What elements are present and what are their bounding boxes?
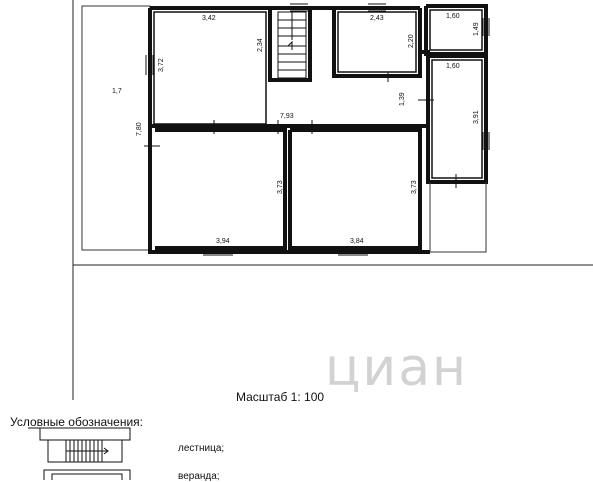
dim-room2-height: 2,20 (408, 34, 415, 48)
room-1-inner (153, 11, 267, 125)
dim-room1-height: 3,72 (158, 58, 165, 72)
room-4-inner (431, 59, 483, 179)
legend-stairs-label: лестница; (178, 443, 225, 454)
appendix-outline (429, 182, 487, 253)
legend-veranda-label: веранда; (178, 471, 220, 482)
legend-title: Условные обозначения: (10, 415, 143, 429)
dim-hall-width: 7,93 (280, 113, 294, 120)
dim-room4-height: 3,91 (473, 110, 480, 124)
dim-terrace-width: 1,7 (112, 88, 122, 95)
dim-hall-height: 1,39 (399, 92, 406, 106)
legend-stairs-symbol (28, 427, 131, 463)
dim-room5-height: 3,73 (277, 180, 284, 194)
dim-room1-width: 3,42 (202, 15, 216, 22)
dim-stair-height: 2,34 (257, 38, 264, 52)
dim-room2-width: 2,43 (370, 15, 384, 22)
dim-room5-width: 3,94 (216, 238, 230, 245)
dim-room6-height: 3,73 (411, 180, 418, 194)
dim-room3-width: 1,60 (446, 13, 460, 20)
windows (145, 3, 490, 256)
dim-room4-width: 1,60 (446, 63, 460, 70)
watermark-logo: циан (325, 338, 469, 398)
dim-room3-height: 1,49 (473, 22, 480, 36)
room-3-inner (429, 9, 483, 51)
legend-veranda-symbol (43, 469, 131, 480)
doors (144, 72, 457, 188)
room-2-inner (337, 11, 417, 73)
staircase (277, 11, 307, 79)
dim-terrace-height: 7,80 (136, 122, 143, 136)
scale-text: Масштаб 1: 100 (236, 390, 325, 404)
walls (148, 4, 488, 254)
dim-room6-width: 3,84 (350, 238, 364, 245)
